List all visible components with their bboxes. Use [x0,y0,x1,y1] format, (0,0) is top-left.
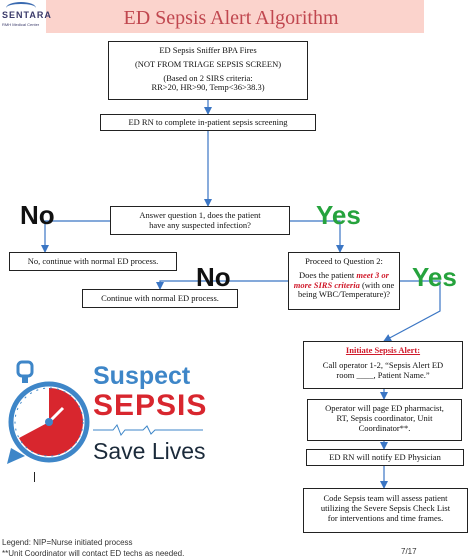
footnote-text: **Unit Coordinator will contact ED techs… [2,549,185,558]
page-number: 7/17 [401,547,417,556]
no-continue-text-1: No, continue with normal ED process. [27,256,159,266]
operator-line-2: RT, Sepsis coordinator, Unit [336,412,433,423]
sniffer-line-1: ED Sepsis Sniffer BPA Fires [159,45,257,55]
q2-line-3b: (with one [359,279,395,290]
code-sepsis-box: Code Sepsis team will assess patient uti… [303,488,468,533]
q1-line-2: have any suspected infection? [149,219,251,230]
suspect-sepsis-graphic: Suspect SEPSIS Save Lives [5,360,210,470]
sniffer-line-2: (NOT FROM TRIAGE SEPSIS SCREEN) [134,58,282,69]
stopwatch-icon [7,360,90,464]
heartbeat-line-icon [93,424,203,436]
screening-box: ED RN to complete in-patient sepsis scre… [100,114,316,131]
logo-arc-icon [6,2,36,14]
no-label-q1: No [20,200,55,230]
operator-line-3: Coordinator**. [358,422,411,433]
suspect-text: Suspect [93,362,191,390]
header-banner: SENTARA RMH Medical Center ED Sepsis Ale… [0,0,424,33]
rn-notify-text: ED RN will notify ED Physician [329,452,441,462]
arrow-q2-no [156,280,288,290]
yes-label-q1: Yes [316,200,361,230]
sentara-logo: SENTARA RMH Medical Center [0,0,51,33]
no-continue-text-2: Continue with normal ED process. [101,293,219,303]
no-continue-box-1: No, continue with normal ED process. [9,252,177,271]
operator-line-1: Operator will page ED pharmacist, [325,403,444,413]
code-line-1: Code Sepsis team will assess patient [323,493,448,503]
save-lives-text: Save Lives [93,438,206,464]
operator-page-box: Operator will page ED pharmacist, RT, Se… [307,399,462,441]
arrow-q1-no [41,220,110,253]
q2-line-3: more SIRS criteria (with one [289,279,399,291]
question-2-box: Proceed to Question 2: Does the patient … [288,252,400,310]
q2-line-1: Proceed to Question 2: [305,256,383,266]
arrow-q2-yes [383,280,441,342]
rn-notify-box: ED RN will notify ED Physician [306,449,464,466]
sepsis-text: SEPSIS [93,389,208,422]
alert-heading: Initiate Sepsis Alert: [345,345,421,355]
question-1-box: Answer question 1, does the patient have… [110,206,290,235]
alert-line-1: Call operator 1-2, “Sepsis Alert ED [322,359,444,370]
q2-line-4: being WBC/Temperature)? [297,289,390,300]
q2-line-2: Does the patient meet 3 or [289,269,399,281]
legend-text: Legend: NIP=Nurse initiated process [2,538,133,547]
logo-name: SENTARA [2,10,52,20]
screening-text: ED RN to complete in-patient sepsis scre… [128,117,288,127]
no-continue-box-2: Continue with normal ED process. [82,289,238,308]
sniffer-bpa-box: ED Sepsis Sniffer BPA Fires (NOT FROM TR… [108,41,308,100]
page-title: ED Sepsis Alert Algorithm [123,7,339,29]
q2-line-3a: more SIRS criteria [293,279,360,290]
q2-line-2a: Does the patient [299,269,357,280]
q1-line-1: Answer question 1, does the patient [139,210,261,220]
text-cursor [34,472,35,482]
logo-subtitle: RMH Medical Center [2,22,40,27]
initiate-alert-box: Initiate Sepsis Alert: Call operator 1-2… [303,341,463,389]
yes-label-q2: Yes [412,262,457,292]
arrow-q1-yes [290,220,344,253]
sniffer-line-3: (Based on 2 SIRS criteria: [163,72,253,83]
code-line-2: utilizing the Severe Sepsis Check List [320,502,451,513]
alert-line-2: room ____, Patient Name.” [336,369,430,380]
code-line-3: for interventions and time frames. [327,512,444,523]
no-label-q2: No [196,262,231,292]
q2-line-2b: meet 3 or [356,269,389,280]
sniffer-line-4: RR>20, HR>90, Temp<36>38.3) [151,82,265,93]
